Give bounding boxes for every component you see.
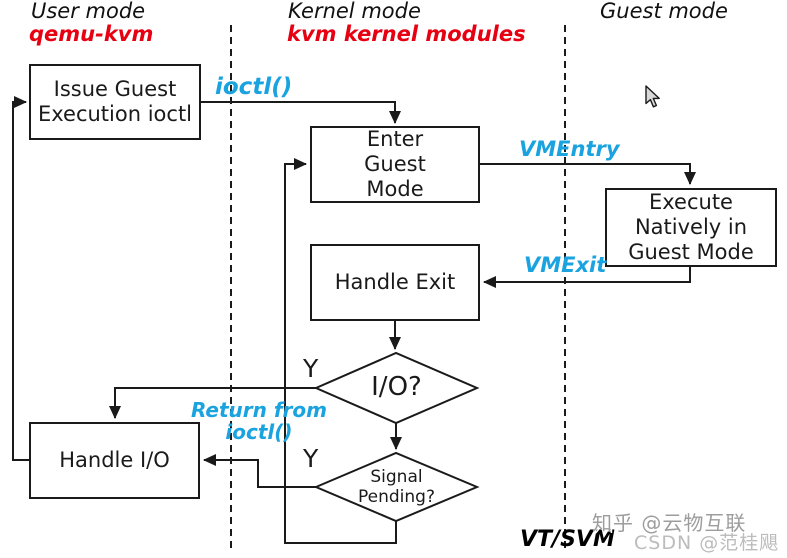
lane-kernel-mode-title: Kernel mode xyxy=(288,0,421,23)
edge-vmentry xyxy=(480,163,696,185)
edge-io-yes xyxy=(109,387,316,419)
label-vmentry: VMEntry xyxy=(519,137,620,161)
decision-io-diamond xyxy=(313,351,480,425)
watermark-csdn: CSDN @范桂飓 xyxy=(634,532,780,554)
node-execute-natively-in-guest-mode: Execute Natively in Guest Mode xyxy=(605,188,777,267)
label-vt-svm: VT/SVM xyxy=(520,527,615,552)
label-vmexit: VMExit xyxy=(524,253,607,277)
node-handle-io: Handle I/O xyxy=(29,422,200,499)
edge-signal-loop xyxy=(284,158,397,544)
label-yes-signal: Y xyxy=(303,444,319,473)
decision-signal-pending-label: Signal Pending? xyxy=(358,467,435,507)
node-handle-exit: Handle Exit xyxy=(310,244,480,321)
lane-user-mode-subtitle: qemu-kvm xyxy=(29,22,154,46)
edge-vmexit xyxy=(483,267,691,288)
lane-kernel-mode-subtitle: kvm kernel modules xyxy=(287,22,526,46)
mouse-cursor-icon xyxy=(645,85,660,108)
decision-signal-diamond xyxy=(313,451,480,523)
decision-io-label: I/O? xyxy=(371,372,422,402)
lane-guest-mode-title: Guest mode xyxy=(600,0,728,23)
edge-loop-to-issue xyxy=(12,96,29,461)
label-ioctl: ioctl() xyxy=(215,74,293,100)
node-enter-guest-mode: Enter Guest Mode xyxy=(310,126,480,203)
label-return-from-ioctl: Return from ioctl() xyxy=(191,398,327,444)
edge-signal-yes xyxy=(203,454,316,488)
node-issue-guest-execution-ioctl: Issue Guest Execution ioctl xyxy=(29,64,201,140)
lane-user-mode-title: User mode xyxy=(31,0,146,23)
edge-ioctl xyxy=(201,101,401,124)
watermark-zhihu: 知乎 @云物互联 xyxy=(592,511,747,535)
label-yes-io: Y xyxy=(303,354,319,383)
